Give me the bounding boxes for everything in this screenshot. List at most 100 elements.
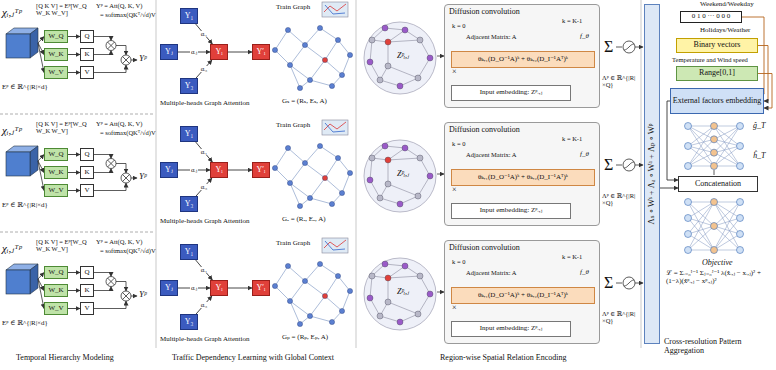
graph-link	[275, 266, 288, 286]
to-aggregation-arrow	[635, 283, 643, 284]
nn-link	[714, 202, 740, 218]
formula-box: θₖ,₁(D_O⁻¹A)ᵏ + θₖ,₂(D_I⁻¹Aᵀ)ᵏ	[451, 169, 595, 186]
label-text: ĥ_T	[753, 152, 765, 161]
nn-neuron	[711, 123, 718, 130]
activation-curve	[624, 44, 634, 50]
node-text: Input embedding: Zᵖᵢ,ⱼ	[480, 207, 543, 215]
connector	[660, 188, 678, 189]
node-text: Y′ᵢ	[257, 166, 266, 175]
nn-link	[688, 202, 714, 226]
cube-front	[6, 34, 30, 58]
graph-link	[310, 80, 332, 86]
nn-link	[714, 250, 740, 251]
node-text: Diffusion convolution	[449, 7, 520, 16]
label-text: f_θ	[580, 269, 589, 277]
graph-node	[302, 278, 307, 283]
graph-node	[285, 145, 290, 150]
label-text: Σ	[604, 274, 613, 292]
region-link	[388, 66, 418, 78]
graph-node	[339, 308, 344, 313]
label-text: Adjacent Matrix: A	[466, 269, 517, 276]
graph-node	[339, 190, 344, 195]
target-node: Y′ᵢ	[252, 162, 270, 178]
nn-link	[714, 126, 740, 166]
node-text: 0 1 0 ··· 0 0 0	[692, 13, 731, 21]
connector	[68, 290, 80, 291]
label-text: Eᵖ ∈ ℝ^{|R|×d}	[2, 84, 48, 92]
connector	[196, 60, 212, 78]
sum-arrow	[616, 165, 622, 166]
nn-link	[688, 226, 714, 250]
graph-node	[347, 170, 352, 175]
cube-side	[30, 28, 38, 58]
label-text: Traffic Dependency Learning with Global …	[172, 354, 334, 363]
graph-link	[290, 163, 305, 183]
weight-box: W_K	[44, 166, 68, 179]
region-area	[364, 22, 436, 94]
nn-link	[688, 202, 714, 234]
weight-box: W_V	[44, 66, 68, 79]
graph-link	[275, 30, 288, 50]
label-text: ×	[452, 68, 457, 77]
graph-node	[347, 52, 352, 57]
qkv-box: Q	[80, 30, 94, 43]
node-text: V	[84, 69, 89, 77]
nn-link	[688, 250, 714, 251]
product-arrow	[94, 65, 126, 73]
neighbor-node: Y₁	[180, 8, 198, 24]
nn-link	[714, 218, 740, 250]
output-arrow	[131, 178, 137, 179]
region-node	[382, 25, 388, 31]
nn-neuron	[685, 231, 692, 238]
activation-symbol	[623, 277, 635, 289]
section-divider	[356, 0, 357, 348]
to-aggregation-arrow	[635, 47, 643, 48]
nn-link	[714, 139, 740, 166]
nn-link	[688, 139, 714, 166]
map-icon	[322, 120, 348, 135]
node-text: Q	[84, 151, 89, 159]
graph-link	[305, 264, 320, 281]
label-text: Gₐ = (Rₐ, Eₐ, A)	[282, 216, 326, 224]
region-link	[388, 276, 420, 278]
node-text: Y′ᵢ	[257, 284, 266, 293]
map-icon	[322, 238, 348, 253]
nn-link	[714, 202, 740, 234]
label-text: Temporal Hierarchy Modeling	[16, 354, 114, 363]
graph-link	[325, 296, 342, 311]
graph-link	[320, 146, 338, 158]
nn-neuron	[737, 143, 744, 150]
label-text: Yᵖ = Att(Q, K, V)	[96, 2, 142, 9]
graph-node	[322, 293, 327, 298]
neighbor-node: Y₃	[180, 314, 198, 330]
nn-neuron	[685, 247, 692, 254]
multiply-symbol	[121, 291, 131, 301]
graph-node	[302, 42, 307, 47]
node-text: Yⱼ	[165, 48, 173, 57]
graph-node	[272, 47, 277, 52]
connector	[68, 308, 80, 309]
graph-node	[302, 160, 307, 165]
nn-link	[714, 202, 740, 250]
region-node	[402, 27, 408, 33]
node-text: W_Q	[48, 269, 63, 277]
label-text: χᵢ,ⱼᵀᵖ	[2, 124, 22, 136]
region-node	[415, 75, 421, 81]
graph-link	[325, 40, 338, 60]
edge-label: αᵢⱼ	[190, 167, 198, 174]
label-text: Weekend/Weekday	[700, 1, 754, 9]
label-text: Temperature and Wind speed	[672, 56, 748, 63]
region-link	[388, 158, 420, 160]
label-text: Region-wise Spatial Relation Encoding	[440, 354, 566, 363]
region-node	[397, 319, 403, 325]
nn-neuron	[711, 199, 718, 206]
node-text: Yⱼ	[165, 284, 173, 293]
label-text: Train Graph	[276, 122, 310, 130]
nn-neuron	[685, 199, 692, 206]
label-text: [Q K V] = Eᵖ[W_Q W_K W_V]	[36, 120, 94, 134]
nn-link	[688, 202, 714, 250]
connector	[196, 178, 212, 196]
node-text: W_V	[48, 305, 63, 313]
multiply-symbol	[106, 159, 116, 169]
node-text: V	[84, 305, 89, 313]
